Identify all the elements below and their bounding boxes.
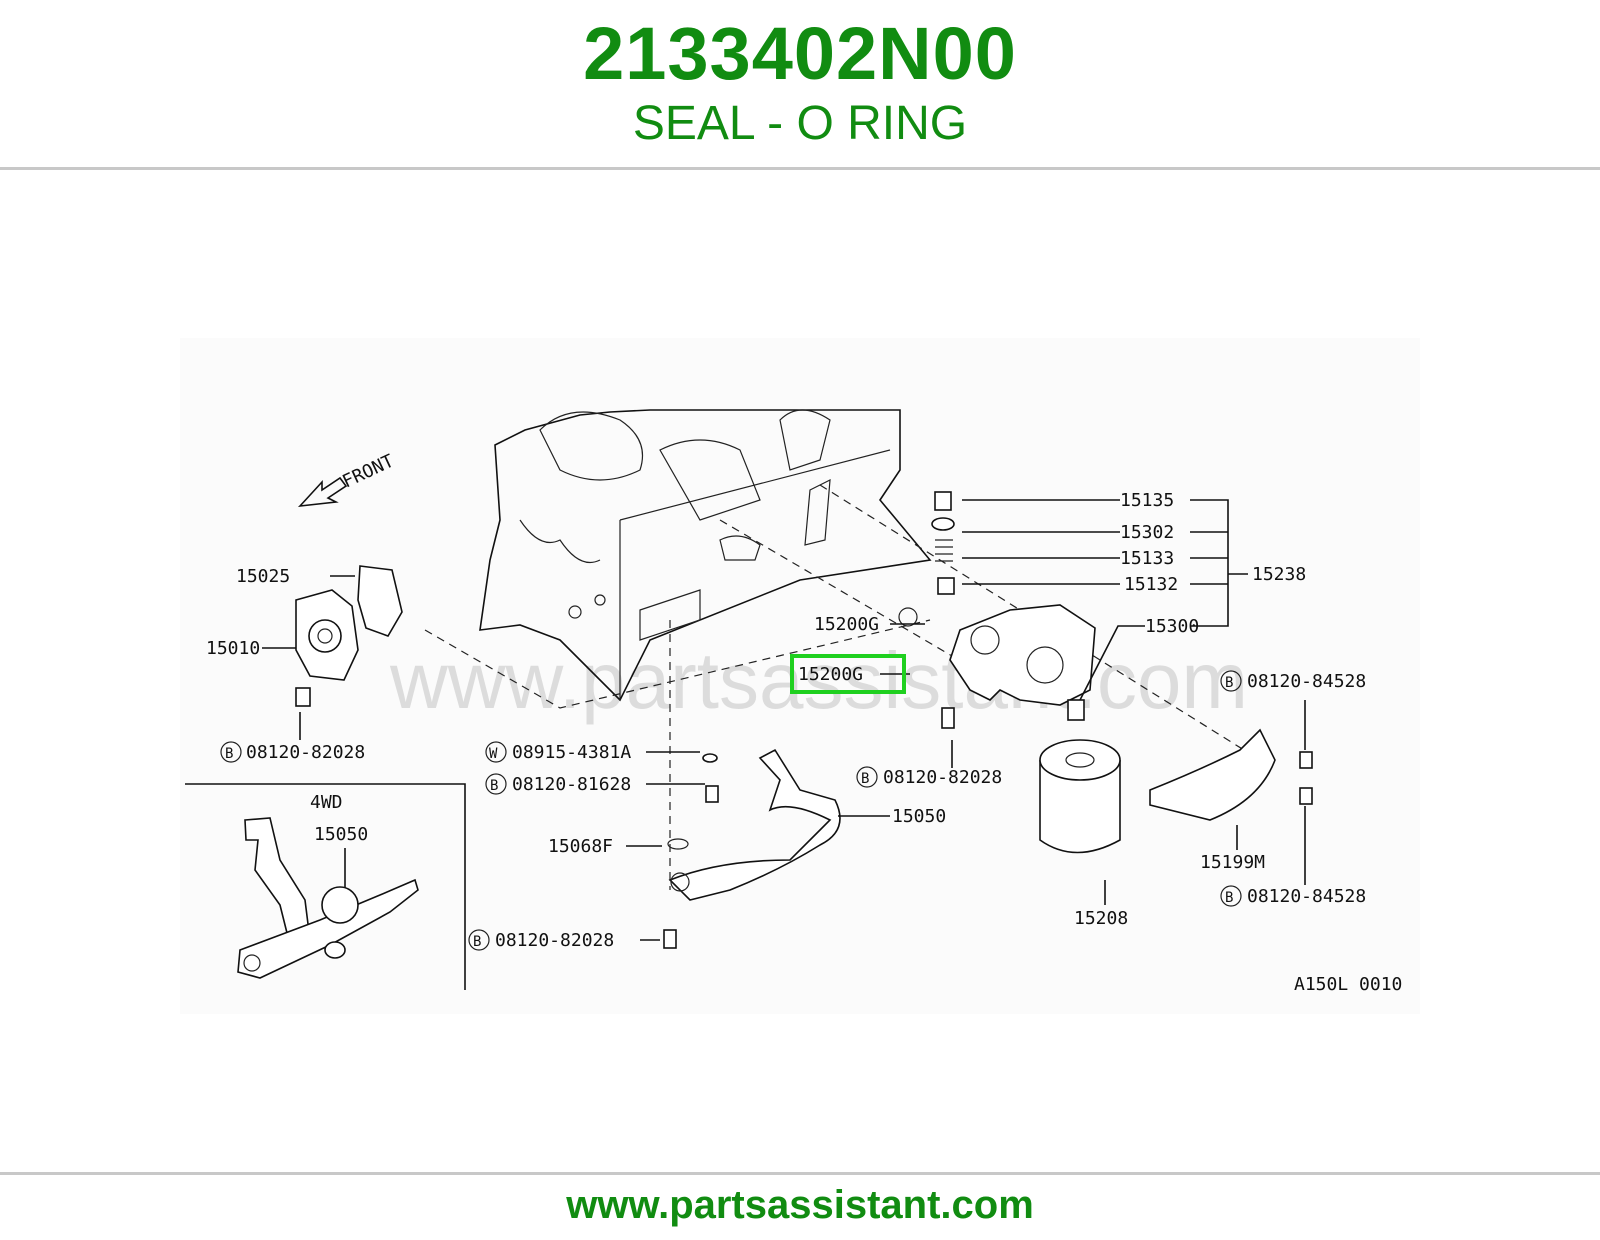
figure-code: A150L 0010 — [1294, 974, 1402, 995]
highlighted-part-box — [790, 654, 906, 694]
label-15133[interactable]: 15133 — [1120, 548, 1174, 569]
bolt-marker: B — [225, 746, 233, 762]
label-08120-82028-mid[interactable]: 08120-82028 — [883, 767, 1002, 788]
deflector-drawing — [1149, 728, 1313, 821]
label-15135[interactable]: 15135 — [1120, 490, 1174, 511]
bolt-marker: B — [473, 934, 481, 950]
oil-strainer-drawing — [663, 748, 841, 949]
oil-pump-drawing — [295, 565, 403, 707]
bolt-marker: B — [1225, 675, 1233, 691]
front-label: FRONT — [339, 451, 397, 493]
label-08120-81628[interactable]: 08120-81628 — [512, 774, 631, 795]
inset-title: 4WD — [310, 792, 343, 813]
label-15132[interactable]: 15132 — [1124, 574, 1178, 595]
label-15025[interactable]: 15025 — [236, 566, 290, 587]
inset-part-label[interactable]: 15050 — [314, 824, 368, 845]
part-labels: 15135 15302 15133 15132 15238 15300 1520… — [206, 490, 1402, 995]
label-08120-82028-bottom[interactable]: 08120-82028 — [495, 930, 614, 951]
label-15238[interactable]: 15238 — [1252, 564, 1306, 585]
footer-website-link[interactable]: www.partsassistant.com — [566, 1183, 1034, 1227]
oil-filter-drawing — [1039, 739, 1121, 854]
label-15050[interactable]: 15050 — [892, 806, 946, 827]
bolt-marker: B — [1225, 890, 1233, 906]
label-15208[interactable]: 15208 — [1074, 908, 1128, 929]
label-08120-84528-top[interactable]: 08120-84528 — [1247, 671, 1366, 692]
part-number: 2133402N00 — [583, 12, 1017, 95]
front-arrow-icon: FRONT — [297, 451, 397, 508]
label-08120-82028-left[interactable]: 08120-82028 — [246, 742, 365, 763]
washer-marker: W — [489, 746, 498, 762]
label-15068f[interactable]: 15068F — [548, 836, 613, 857]
header-divider — [0, 167, 1600, 170]
filter-bracket-drawing — [931, 491, 1096, 729]
label-08120-84528-bottom[interactable]: 08120-84528 — [1247, 886, 1366, 907]
label-15010[interactable]: 15010 — [206, 638, 260, 659]
footer-divider — [0, 1172, 1600, 1175]
engine-block-drawing — [479, 409, 932, 702]
label-08915-4381a[interactable]: 08915-4381A — [512, 742, 631, 763]
label-15199m[interactable]: 15199M — [1200, 852, 1265, 873]
part-description: SEAL - O RING — [632, 97, 968, 150]
label-15200g-highlighted[interactable]: 15200G — [798, 664, 863, 685]
label-15302[interactable]: 15302 — [1120, 522, 1174, 543]
label-15200g-upper[interactable]: 15200G — [814, 614, 879, 635]
page-header: 2133402N00 SEAL - O RING — [0, 0, 1600, 168]
bolt-marker: B — [861, 771, 869, 787]
bolt-marker: B — [490, 778, 498, 794]
label-15300[interactable]: 15300 — [1145, 616, 1199, 637]
inset-4wd: 4WD 15050 — [185, 783, 466, 990]
leader-lines — [262, 499, 1306, 941]
